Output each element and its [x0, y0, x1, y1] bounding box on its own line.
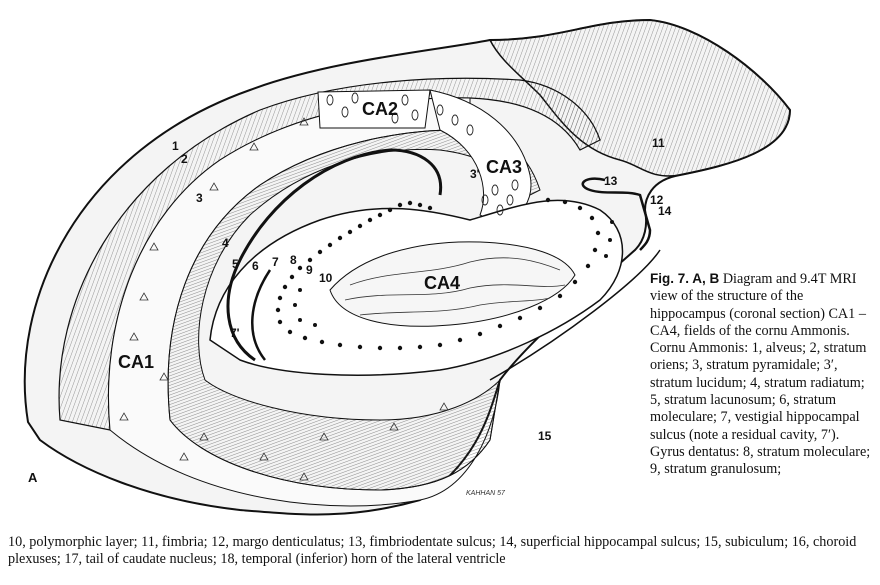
label-12: 12	[650, 193, 664, 207]
vestigial-sulcus	[226, 148, 443, 362]
label-10: 10	[319, 271, 333, 285]
label-ca4: CA4	[424, 273, 460, 293]
ca4-wave-1	[349, 257, 561, 286]
label-ca2: CA2	[362, 99, 398, 119]
caption-bottom: 10, polymorphic layer; 11, fimbria; 12, …	[8, 534, 857, 568]
label-15: 15	[538, 429, 552, 443]
label-ca1: CA1	[118, 352, 154, 372]
label-11: 11	[652, 136, 665, 150]
label-6: 6	[252, 259, 259, 273]
label-4: 4	[222, 236, 229, 250]
label-7-prime: 7'	[230, 326, 240, 340]
ca2-cells	[326, 92, 474, 136]
label-3-prime: 3'	[470, 167, 480, 181]
label-5: 5	[232, 257, 239, 271]
ca3-cells	[481, 179, 519, 216]
inferior-outline	[489, 249, 661, 381]
sulcus-inner-curve	[251, 269, 272, 361]
ca4-wave-3	[359, 297, 551, 316]
label-7: 7	[272, 255, 279, 269]
label-2: 2	[181, 152, 188, 166]
label-ca3: CA3	[486, 157, 522, 177]
ca4-wave-2	[344, 284, 566, 301]
label-3: 3	[196, 191, 203, 205]
label-14: 14	[658, 204, 672, 218]
caption-side-text: Diagram and 9.4T MRI view of the structu…	[650, 271, 871, 478]
granule-cells	[275, 197, 614, 351]
caption-side: Fig. 7. A, B Diagram and 9.4T MRI view o…	[650, 270, 876, 479]
label-9: 9	[306, 263, 313, 277]
label-8: 8	[290, 253, 297, 267]
ca4-region	[329, 241, 576, 327]
label-13: 13	[604, 174, 618, 188]
artist-signature: KAHHAN 57	[466, 490, 506, 497]
fimbriodentate-sulcus	[581, 177, 652, 251]
caption-fig-id: Fig. 7. A, B	[650, 271, 720, 286]
ca1-pyramidal-cells	[119, 117, 449, 481]
label-1: 1	[172, 139, 179, 153]
panel-letter: A	[28, 470, 38, 485]
